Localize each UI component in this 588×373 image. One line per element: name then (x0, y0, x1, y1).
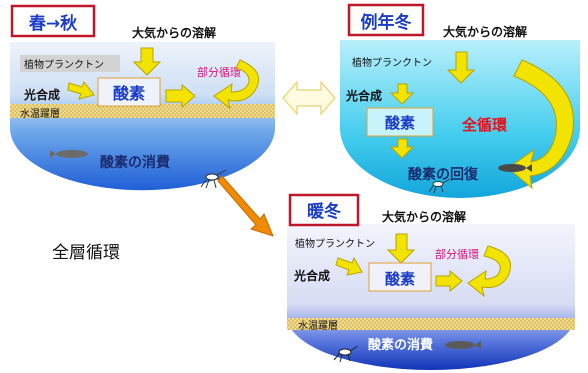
plankton-label: 植物プランクトン (24, 58, 104, 71)
atmosphere-label: 大気からの溶解 (382, 209, 466, 224)
oxygen-label: 酸素 (385, 270, 415, 288)
oxygen-box (368, 262, 432, 292)
fish-icon (56, 150, 88, 158)
full-circulation-label: 全循環 (461, 116, 508, 134)
oxygen-out-arrow (435, 269, 463, 293)
panel-title: 春→秋 (29, 13, 78, 34)
thermocline-band (287, 318, 575, 330)
oxygen-out-arrow (165, 83, 196, 109)
partial-circulation-arrow (467, 245, 511, 298)
title-frame (347, 3, 425, 37)
dissolution-arrow (386, 233, 416, 264)
thermocline-band (10, 104, 275, 118)
oxygen-label: 酸素 (113, 84, 145, 103)
consumption-label: 酸素の消費 (368, 337, 433, 353)
consumption-label: 酸素の消費 (100, 154, 170, 171)
panel-spring-autumn: 春→秋 大気からの溶解 植物プランクトン 光合成 酸素 部分循環 水温躍層 酸素… (10, 4, 275, 191)
photosynthesis-label: 光合成 (23, 87, 60, 102)
oxygen-down-arrow (389, 138, 415, 159)
photosynthesis-label: 光合成 (345, 88, 382, 103)
title-frame (10, 4, 96, 38)
atmosphere-label: 大気からの溶解 (132, 25, 216, 40)
partial-circulation-label: 部分循環 (197, 65, 241, 79)
shrimp-icon (333, 345, 359, 363)
oxygen-box (366, 107, 434, 137)
thermocline-label: 水温躍層 (298, 320, 338, 332)
plankton-label: 植物プランクトン (352, 56, 432, 69)
fish-icon (498, 164, 526, 172)
plankton-label: 植物プランクトン (295, 237, 375, 250)
thermocline-label: 水温躍層 (20, 108, 60, 120)
photosynthesis-arrow (67, 80, 95, 100)
dissolution-arrow (132, 47, 162, 76)
panel-title: 暖冬 (307, 201, 341, 222)
oxygen-box (97, 77, 161, 107)
full-circulation-arrow (507, 59, 574, 190)
recovery-label: 酸素の回復 (408, 166, 479, 183)
lake-body (340, 40, 580, 198)
atmosphere-label: 大気からの溶解 (443, 24, 527, 39)
panel-normal-winter: 例年冬 大気からの溶解 植物プランクトン 光合成 酸素 全循環 酸素の回復 (340, 3, 580, 198)
photosynthesis-arrow (335, 256, 363, 276)
photosynthesis-arrow (389, 83, 415, 105)
shrimp-icon (428, 178, 451, 194)
dissolution-arrow (446, 51, 476, 84)
plankton-label-bg (20, 55, 120, 72)
fish-icon (445, 341, 475, 349)
oxygen-label: 酸素 (385, 114, 415, 132)
shrimp-icon (200, 169, 227, 189)
partial-circulation-arrow (213, 59, 260, 110)
double-arrow-icon (282, 80, 336, 116)
transition-arrow-icon (217, 175, 274, 237)
panel-title: 例年冬 (361, 12, 412, 33)
panel-warm-winter: 暖冬 大気からの溶解 植物プランクトン 光合成 酸素 部分循環 水温躍層 酸素の… (287, 193, 575, 370)
title-frame (288, 193, 360, 227)
partial-circulation-label: 部分循環 (435, 247, 479, 261)
caption-full-turnover: 全層循環 (52, 243, 120, 263)
photosynthesis-label: 光合成 (293, 268, 330, 283)
